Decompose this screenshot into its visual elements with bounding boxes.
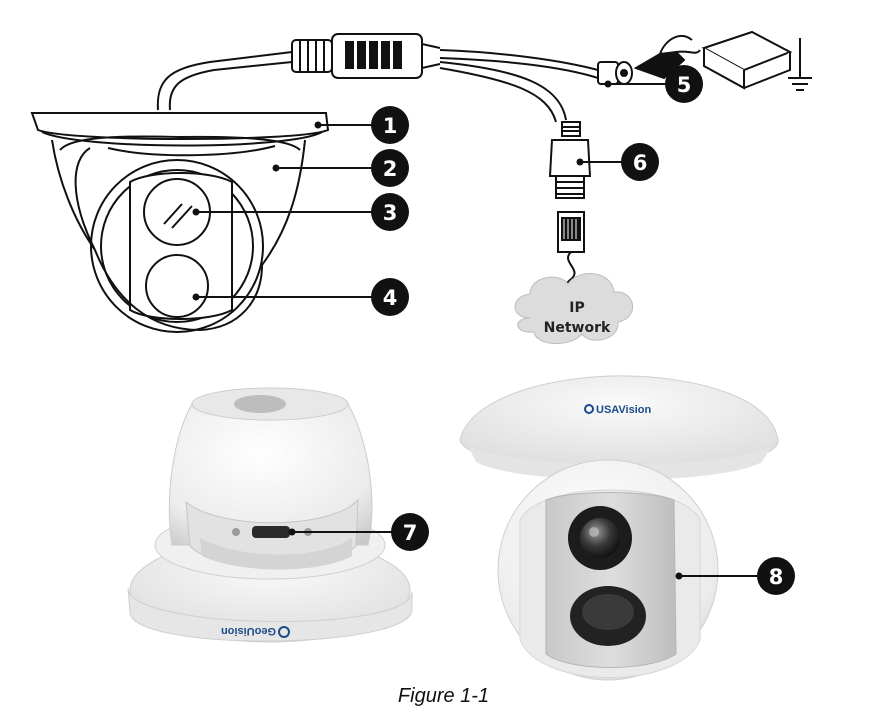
callout-5: 5 (665, 65, 703, 103)
svg-text:4: 4 (383, 286, 398, 310)
svg-text:7: 7 (403, 521, 418, 545)
ip-network-cloud: IP Network (514, 273, 634, 345)
figure-caption: Figure 1-1 (397, 685, 490, 707)
svg-text:GeoUision: GeoUision (221, 625, 276, 637)
right-camera-photo: USAVision (459, 375, 779, 681)
svg-text:2: 2 (383, 157, 398, 181)
svg-text:5: 5 (677, 73, 692, 97)
rj45-connector (548, 121, 592, 301)
cloud-label-network: Network (544, 320, 611, 336)
callout-2: 2 (371, 149, 409, 187)
svg-text:8: 8 (769, 565, 784, 589)
leader-lines (192, 80, 758, 580)
callout-1: 1 (371, 106, 409, 144)
callout-3: 3 (371, 193, 409, 231)
cloud-label-ip: IP (569, 300, 584, 316)
svg-text:1: 1 (383, 114, 398, 138)
callout-4: 4 (371, 278, 409, 316)
svg-text:USAVision: USAVision (596, 404, 651, 416)
svg-text:3: 3 (383, 201, 398, 225)
usavision-logo: USAVision (584, 404, 651, 416)
cable-connector (291, 30, 812, 123)
left-camera-photo: GeoUision (127, 387, 413, 643)
callout-8: 8 (757, 557, 795, 595)
callout-7: 7 (391, 513, 429, 551)
line-drawing-camera (30, 51, 330, 333)
callout-6: 6 (621, 143, 659, 181)
svg-text:6: 6 (633, 151, 648, 175)
geovision-logo: GeoUision (221, 625, 290, 638)
